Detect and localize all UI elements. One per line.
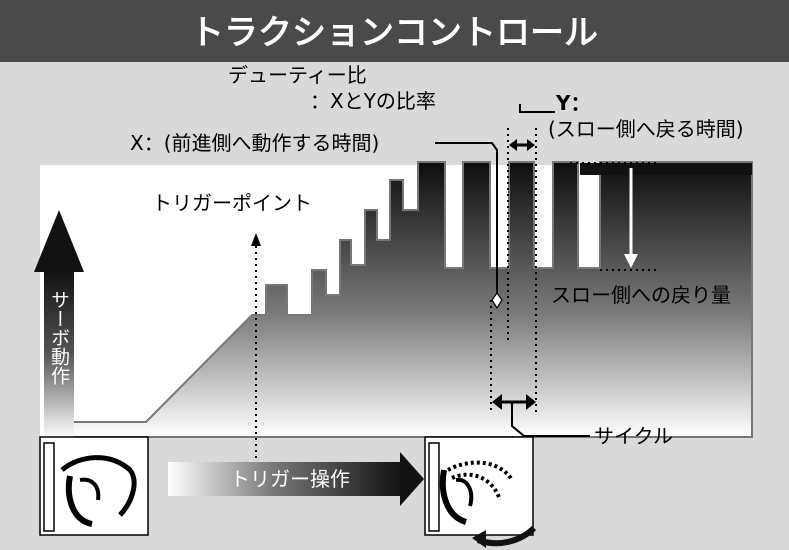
x-callout-line [435,142,498,298]
page-title: トラクションコントロール [190,13,598,53]
trigger-operation-arrow [168,462,403,496]
top-band [580,163,752,175]
ratio-of-xy-label: ：XとYの比率 [310,89,436,113]
duty-ratio-label: デューティー比 [228,63,367,87]
y-label: Y： [555,91,590,115]
title-bar [0,0,789,62]
trigger-grip-hand-icon [39,436,149,536]
trigger-pull-hand-icon [424,436,534,536]
guide-lines [255,128,660,460]
return-amount-label: スロー側への戻り量 [551,283,731,307]
y-callout-line [519,104,555,113]
trigger-point-arrowhead [251,233,261,246]
servo-motion-label: サーボ動作 [48,290,70,385]
x-marker-icon [491,291,503,310]
y-time-label: (スロー側へ戻る時間) [548,117,744,141]
servo-response-area [71,161,753,438]
cycle-callout-line [511,402,590,437]
trigger-point-label: トリガーポイント [152,191,312,215]
x-time-label: X：(前進側へ動作する時間) [130,131,379,155]
servo-arrow-shaft [44,270,74,438]
servo-arrow-head [34,210,84,272]
trigger-operation-label: トリガー操作 [230,467,350,491]
cycle-label: サイクル [594,424,673,448]
